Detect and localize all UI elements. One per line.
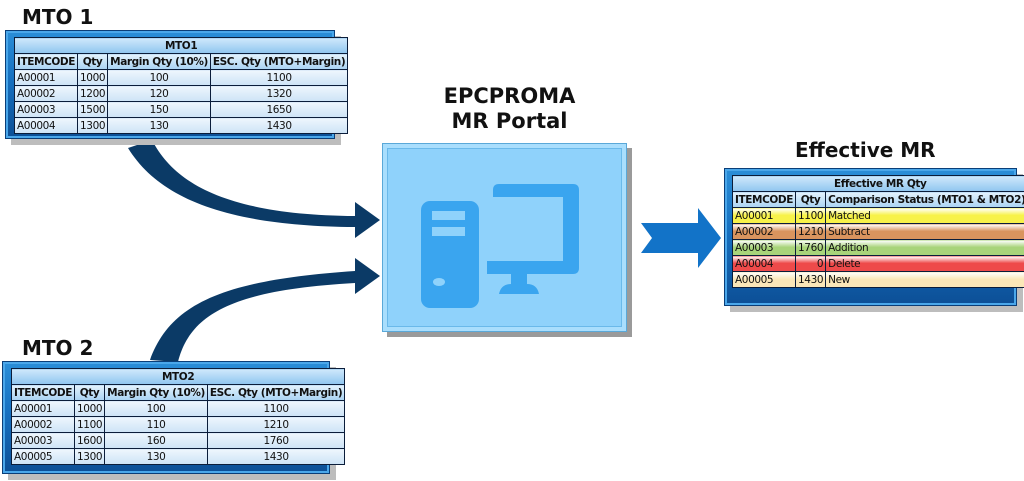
table-row: A00004 1300 130 1430 [13, 117, 349, 134]
cell: 1000 [74, 400, 106, 417]
cell: 1000 [77, 69, 109, 86]
cell-status: Matched [825, 207, 1024, 224]
cell-qty: 0 [795, 255, 827, 272]
cell: 1300 [77, 117, 109, 134]
mto1-table-title: MTO1 [13, 37, 349, 54]
portal-heading: EPCPROMA MR Portal [382, 84, 637, 134]
desktop-computer-icon [421, 184, 579, 308]
cell: 100 [107, 69, 211, 86]
effective-col-itemcode: ITEMCODE [731, 191, 797, 208]
cell: 130 [104, 448, 208, 465]
portal-heading-line2: MR Portal [451, 109, 568, 133]
mto1-heading: MTO 1 [22, 5, 94, 29]
cell: 1430 [206, 448, 346, 465]
cell-itemcode: A00003 [731, 239, 797, 256]
cell: 110 [104, 416, 208, 433]
cell: 1430 [209, 117, 349, 134]
mto1-to-portal-arrow [128, 140, 380, 238]
effective-col-status: Comparison Status (MTO1 & MTO2) [825, 191, 1024, 208]
cell: 1760 [206, 432, 346, 449]
mto1-col-margin: Margin Qty (10%) [107, 53, 211, 70]
mto2-col-qty: Qty [74, 384, 106, 401]
table-row: A00005 1300 130 1430 [10, 448, 346, 465]
cell: 130 [107, 117, 211, 134]
mto2-table: MTO2 ITEMCODE Qty Margin Qty (10%) ESC. … [10, 368, 346, 465]
mr-portal-box [382, 143, 627, 332]
cell: 1200 [77, 85, 109, 102]
table-row: A00002 1200 120 1320 [13, 85, 349, 102]
mto2-col-itemcode: ITEMCODE [10, 384, 76, 401]
effective-col-qty: Qty [795, 191, 827, 208]
table-row: A00003 1600 160 1760 [10, 432, 346, 449]
cell: 120 [107, 85, 211, 102]
cell-itemcode: A00005 [731, 271, 797, 288]
mto1-table-frame: MTO1 ITEMCODE Qty Margin Qty (10%) ESC. … [5, 30, 349, 139]
table-row: A00001 1100 Matched [731, 207, 1024, 224]
mto1-table: MTO1 ITEMCODE Qty Margin Qty (10%) ESC. … [13, 37, 349, 134]
mto2-heading: MTO 2 [22, 336, 94, 360]
cell: A00005 [10, 448, 76, 465]
cell: 1300 [74, 448, 106, 465]
cell: A00003 [10, 432, 76, 449]
mto1-col-qty: Qty [77, 53, 109, 70]
effective-mr-heading: Effective MR [795, 138, 936, 162]
cell: A00002 [10, 416, 76, 433]
cell-itemcode: A00004 [731, 255, 797, 272]
cell: A00001 [13, 69, 79, 86]
effective-table-title: Effective MR Qty [731, 175, 1024, 192]
cell-itemcode: A00001 [731, 207, 797, 224]
cell: 1100 [206, 400, 346, 417]
mto2-to-portal-arrow [150, 258, 380, 362]
cell: A00004 [13, 117, 79, 134]
cell: 1100 [209, 69, 349, 86]
table-row: A00003 1760 Addition [731, 239, 1024, 256]
portal-to-effective-arrow [641, 208, 721, 268]
cell-status: New [825, 271, 1024, 288]
mto2-table-frame: MTO2 ITEMCODE Qty Margin Qty (10%) ESC. … [2, 361, 346, 474]
cell: 1210 [206, 416, 346, 433]
table-row: A00001 1000 100 1100 [10, 400, 346, 417]
cell: 100 [104, 400, 208, 417]
table-row: A00002 1210 Subtract [731, 223, 1024, 240]
table-row: A00005 1430 New [731, 271, 1024, 288]
table-row: A00002 1100 110 1210 [10, 416, 346, 433]
cell: 1650 [209, 101, 349, 118]
cell: 1600 [74, 432, 106, 449]
cell: 150 [107, 101, 211, 118]
cell: 1100 [74, 416, 106, 433]
portal-heading-line1: EPCPROMA [443, 84, 576, 108]
cell-qty: 1100 [795, 207, 827, 224]
cell-itemcode: A00002 [731, 223, 797, 240]
mto2-col-esc: ESC. Qty (MTO+Margin) [206, 384, 346, 401]
cell-status: Delete [825, 255, 1024, 272]
cell-status: Addition [825, 239, 1024, 256]
mto1-col-itemcode: ITEMCODE [13, 53, 79, 70]
table-row: A00001 1000 100 1100 [13, 69, 349, 86]
table-row: A00003 1500 150 1650 [13, 101, 349, 118]
table-row: A00004 0 Delete [731, 255, 1024, 272]
cell-qty: 1210 [795, 223, 827, 240]
cell-status: Subtract [825, 223, 1024, 240]
mto1-col-esc: ESC. Qty (MTO+Margin) [209, 53, 349, 70]
effective-mr-table: Effective MR Qty ITEMCODE Qty Comparison… [731, 175, 1024, 288]
cell: A00003 [13, 101, 79, 118]
cell: 160 [104, 432, 208, 449]
cell-qty: 1760 [795, 239, 827, 256]
mto2-table-title: MTO2 [10, 368, 346, 385]
cell: 1320 [209, 85, 349, 102]
mto2-col-margin: Margin Qty (10%) [104, 384, 208, 401]
cell: A00002 [13, 85, 79, 102]
effective-mr-table-frame: Effective MR Qty ITEMCODE Qty Comparison… [724, 168, 1024, 306]
cell: 1500 [77, 101, 109, 118]
cell-qty: 1430 [795, 271, 827, 288]
cell: A00001 [10, 400, 76, 417]
